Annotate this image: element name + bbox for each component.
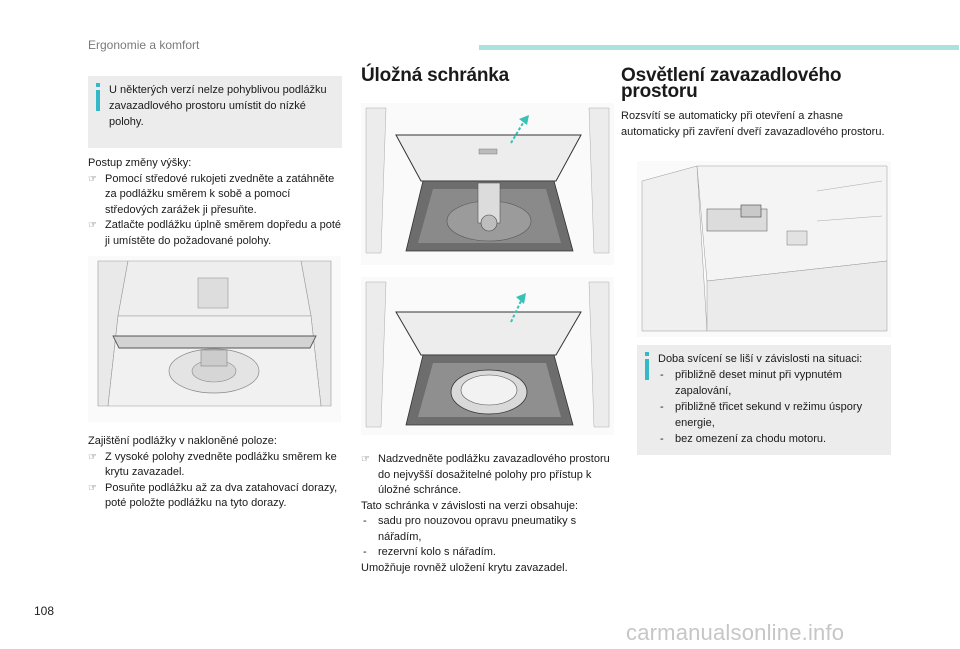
list-item: ☞Posuňte podlážku až za dva zatahovací d…	[88, 481, 338, 510]
pointing-finger-icon: ☞	[88, 220, 97, 231]
page-number: 108	[34, 604, 55, 618]
tilt-steps: ☞Z vysoké polohy zvedněte podlážku směre…	[88, 450, 342, 512]
figure-storage-spare-wheel	[361, 277, 614, 435]
height-change-steps: ☞Pomocí středové rukojeti zvedněte a zat…	[88, 172, 342, 250]
section-header: Ergonomie a komfort	[88, 38, 200, 52]
column-left: U některých verzí nelze pohyblivou podlá…	[88, 76, 342, 249]
duration-items: přibližně deset minut při vypnutém zapal…	[658, 367, 883, 447]
version-items: sadu pro nouzovou opravu pneumatiky s ná…	[361, 514, 617, 561]
figure-storage-repair-kit	[361, 103, 614, 265]
figure-boot-lamp	[637, 161, 891, 337]
section-title-lighting: Osvětlení zavazadlového prostoru	[621, 65, 842, 102]
pointing-finger-icon: ☞	[361, 454, 370, 465]
info-i-icon	[96, 83, 100, 111]
list-item: ☞Nadzvedněte podlážku zavazadlového pros…	[361, 453, 610, 496]
section-title-storage: Úložná schránka	[361, 65, 509, 86]
list-item: ☞Zatlačte podlážku úplně směrem dopředu …	[88, 219, 342, 247]
list-item: rezervní kolo s nářadím.	[361, 545, 617, 561]
list-item: přibližně deset minut při vypnutém zapal…	[658, 367, 883, 399]
list-item: ☞Pomocí středové rukojeti zvedněte a zat…	[88, 172, 335, 216]
watermark: carmanualsonline.info	[626, 620, 845, 645]
storage-closing: Umožňuje rovněž uložení krytu zavazadel.	[361, 561, 568, 574]
info-i-icon	[645, 352, 649, 380]
column-left-lower: Zajištění podlážky v nakloněné poloze: ☞…	[88, 434, 342, 512]
lighting-intro: Rozsvítí se automaticky při otevření a z…	[621, 110, 885, 138]
info-note-text: U některých verzí nelze pohyblivou podlá…	[109, 84, 327, 128]
info-duration-box: Doba svícení se liší v závislosti na sit…	[637, 345, 891, 455]
column-right: Osvětlení zavazadlového prostoru Rozsvít…	[621, 65, 891, 140]
figure-floor-raised	[88, 256, 341, 422]
version-intro: Tato schránka v závislosti na verzi obsa…	[361, 499, 579, 512]
info-note-box: U některých verzí nelze pohyblivou podlá…	[88, 76, 342, 148]
list-item: sadu pro nouzovou opravu pneumatiky s ná…	[361, 514, 617, 545]
list-item: bez omezení za chodu motoru.	[658, 431, 883, 447]
info-duration-title: Doba svícení se liší v závislosti na sit…	[658, 353, 863, 365]
column-right-lower: Doba svícení se liší v závislosti na sit…	[637, 345, 891, 455]
list-item: přibližně třicet sekund v režimu úspory …	[658, 399, 883, 431]
pointing-finger-icon: ☞	[88, 482, 97, 494]
list-item: ☞Z vysoké polohy zvedněte podlážku směre…	[88, 450, 337, 479]
column-middle-text: ☞Nadzvedněte podlážku zavazadlového pros…	[361, 452, 617, 576]
column-middle-title: Úložná schránka	[361, 65, 617, 86]
header-accent-bar	[479, 45, 959, 50]
height-change-title: Postup změny výšky:	[88, 157, 192, 169]
tilt-title: Zajištění podlážky v nakloněné poloze:	[88, 435, 277, 447]
pointing-finger-icon: ☞	[88, 451, 97, 463]
pointing-finger-icon: ☞	[88, 173, 97, 185]
storage-steps: ☞Nadzvedněte podlážku zavazadlového pros…	[361, 452, 617, 499]
